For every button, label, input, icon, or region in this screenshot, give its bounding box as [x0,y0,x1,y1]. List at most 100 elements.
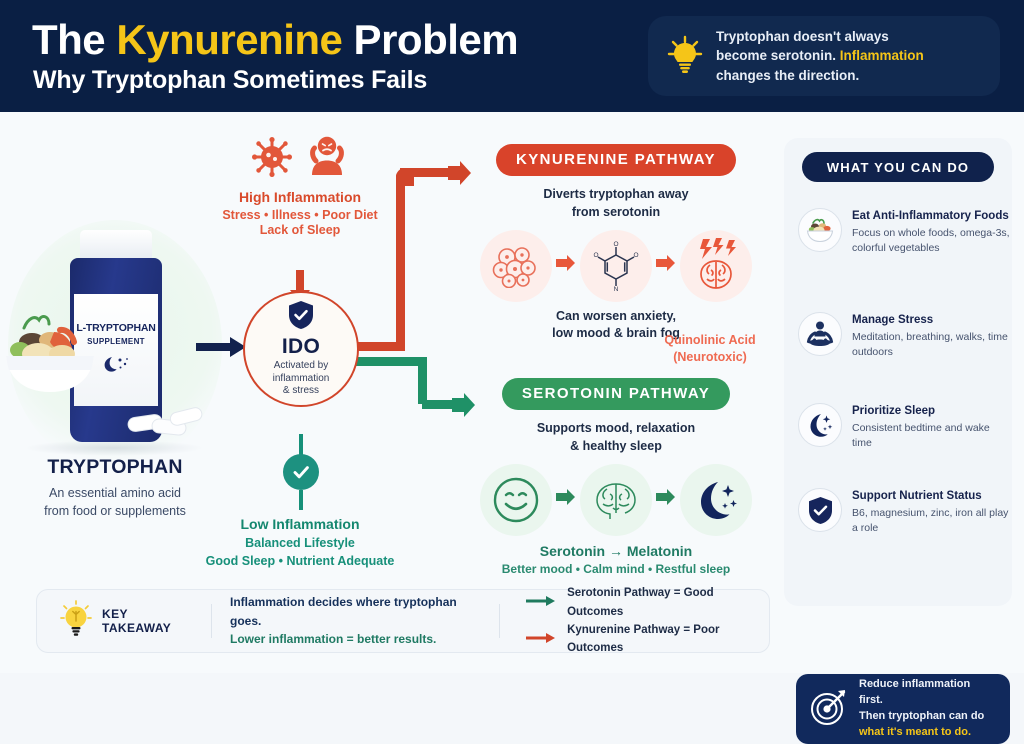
tip-title: Manage Stress [852,314,934,326]
cta-line-1: Reduce inflammation first. [859,678,971,707]
key-takeaway-group: KEY TAKEAWAY [37,599,211,643]
healthy-food-bowl-icon [798,208,842,252]
legend-text: Kynurenine Pathway = Poor Outcomes [567,624,720,655]
legend: Serotonin Pathway = Good Outcomes Kynure… [500,584,769,658]
ido-sub-line-1: Activated by [273,359,329,371]
kynurenine-note-line-1: Can worsen anxiety, [556,308,676,323]
serotonin-description: Supports mood, relaxation & healthy slee… [472,420,760,456]
kynurenine-note-line-2: low mood & brain fog [552,326,680,341]
tip-body: Manage Stress Meditation, breathing, wal… [852,312,1010,360]
high-inflammation-line-2: Lack of Sleep [259,223,341,237]
tryptophan-description: An essential amino acid from food or sup… [0,484,230,520]
kynurenine-desc-line-2: from serotonin [571,204,661,219]
callout-line-2-pre: become serotonin. [716,48,840,64]
bottle-label-product: L-TRYPTOPHAN [76,321,156,334]
svg-text:N: N [614,286,619,293]
arrow-right-icon [526,627,556,653]
header-callout: Tryptophan doesn't always become seroton… [648,16,1000,96]
page-subtitle: Why Tryptophan Sometimes Fails [33,66,428,94]
tip-desc: Consistent bedtime and wake time [852,421,990,449]
ido-sublabel: Activated by inflammation & stress [273,360,330,398]
bottle-body: L-TRYPTOPHAN SUPPLEMENT [70,258,162,442]
check-circle-icon [283,454,319,490]
high-inflammation-line-1: Stress • Illness • Poor Diet [222,208,378,222]
arrow-right-icon [556,254,576,277]
callout-line-2: become serotonin. Inflammation [716,46,924,65]
bottle-label: L-TRYPTOPHAN SUPPLEMENT [74,294,158,406]
header-callout-text: Tryptophan doesn't always become seroton… [716,27,924,84]
legend-text: Serotonin Pathway = Good Outcomes [567,587,714,618]
title-accent: Kynurenine [116,16,343,63]
tryptophan-desc-line-2: from food or supplements [44,504,186,519]
tip-desc: Focus on whole foods, omega-3s, colorful… [852,226,1010,254]
tip-item-manage-stress[interactable]: Manage Stress Meditation, breathing, wal… [798,312,1010,360]
brain-lightning-icon [680,229,752,302]
low-inflammation-title: Low Inflammation [240,516,360,532]
svg-text:O: O [613,241,618,248]
svg-text:O: O [593,252,598,259]
flow-red-segment-1 [355,342,405,351]
low-inflammation-line-2: Good Sleep • Nutrient Adequate [205,554,395,568]
tip-desc: B6, magnesium, zinc, iron all play a rol… [852,506,1009,534]
kynurenine-desc-line-1: Diverts tryptophan away [543,187,689,201]
ido-sub-line-3: & stress [282,385,320,397]
legend-row-kynurenine: Kynurenine Pathway = Poor Outcomes [526,621,769,658]
low-inflammation-stem-bottom [299,490,303,510]
low-inflammation-line-1: Balanced Lifestyle [245,536,355,550]
serotonin-desc-line-1: Supports mood, relaxation [536,421,696,435]
serotonin-node-row [472,463,760,536]
tip-item-prioritize-sleep[interactable]: Prioritize Sleep Consistent bedtime and … [798,403,1010,451]
title-part-2: Problem [342,16,519,63]
healthy-food-bowl [2,308,98,400]
tip-title: Support Nutrient Status [852,490,982,502]
product-shadow [24,440,204,456]
header: The Kynurenine Problem Why Tryptophan So… [0,0,1024,112]
cells-cluster-icon [480,229,552,302]
bottom-bar: KEY TAKEAWAY Inflammation decides where … [36,587,770,654]
lightbulb-icon [59,599,93,643]
tip-item-support-nutrient-status[interactable]: Support Nutrient Status B6, magnesium, z… [798,488,1010,536]
tip-body: Eat Anti-Inflammatory Foods Focus on who… [852,208,1010,256]
page-title: The Kynurenine Problem [32,16,519,64]
key-takeaway-label: KEY TAKEAWAY [102,607,172,635]
shield-check-icon [798,488,842,532]
ido-label: IDO [281,334,321,358]
tip-item-eat-anti-inflammatory-foods[interactable]: Eat Anti-Inflammatory Foods Focus on who… [798,208,1010,256]
tryptophan-source-block: L-TRYPTOPHAN SUPPLEMENT [0,212,230,518]
callout-line-3: changes the direction. [716,67,860,83]
supplement-bottle: L-TRYPTOPHAN SUPPLEMENT [68,230,164,442]
meditation-icon [798,312,842,356]
flow-green-segment-3 [422,400,456,409]
svg-text:O: O [633,252,638,259]
ido-node: IDO Activated by inflammation & stress [243,291,359,407]
kynurenine-badge: KYNURENINE PATHWAY [496,144,736,176]
arrow-right-icon [196,336,248,363]
virus-icon [252,137,292,182]
callout-line-1: Tryptophan doesn't always [716,29,889,45]
flow-green-segment-2 [418,357,427,404]
arrow-right-icon [446,160,472,191]
high-inflammation-block: High Inflammation Stress • Illness • Poo… [198,136,402,303]
low-inflammation-stem-top [299,434,303,456]
serotonin-pathway-block: SEROTONIN PATHWAY Supports mood, relaxat… [472,378,760,576]
kynurenine-description: Diverts tryptophan away from serotonin [472,186,760,222]
key-takeaway-text: Inflammation decides where tryptophan go… [212,593,499,649]
arrow-right-icon [656,254,676,277]
lightbulb-icon [666,34,704,79]
crescent-moon-icon [680,463,752,536]
tip-title: Prioritize Sleep [852,405,936,417]
flow-red-segment-3 [400,168,452,177]
stressed-person-icon [306,135,348,182]
tip-title: Eat Anti-Inflammatory Foods [852,210,1009,222]
kynurenine-pathway-block: KYNURENINE PATHWAY Diverts tryptophan aw… [472,144,760,364]
tryptophan-desc-line-1: An essential amino acid [48,486,182,500]
legend-row-serotonin: Serotonin Pathway = Good Outcomes [526,584,769,621]
arrow-right-icon [450,392,476,423]
title-part-1: The [32,16,117,63]
quinolinic-acid-label: Quinolinic Acid (Neurotoxic) [652,332,768,366]
brain-icon [580,463,652,536]
target-arrow-icon [810,688,848,731]
what-you-can-do-title: WHAT YOU CAN DO [802,152,994,182]
arrow-right-icon [556,488,576,511]
cta-text: Reduce inflammation first. Then tryptoph… [859,677,996,741]
